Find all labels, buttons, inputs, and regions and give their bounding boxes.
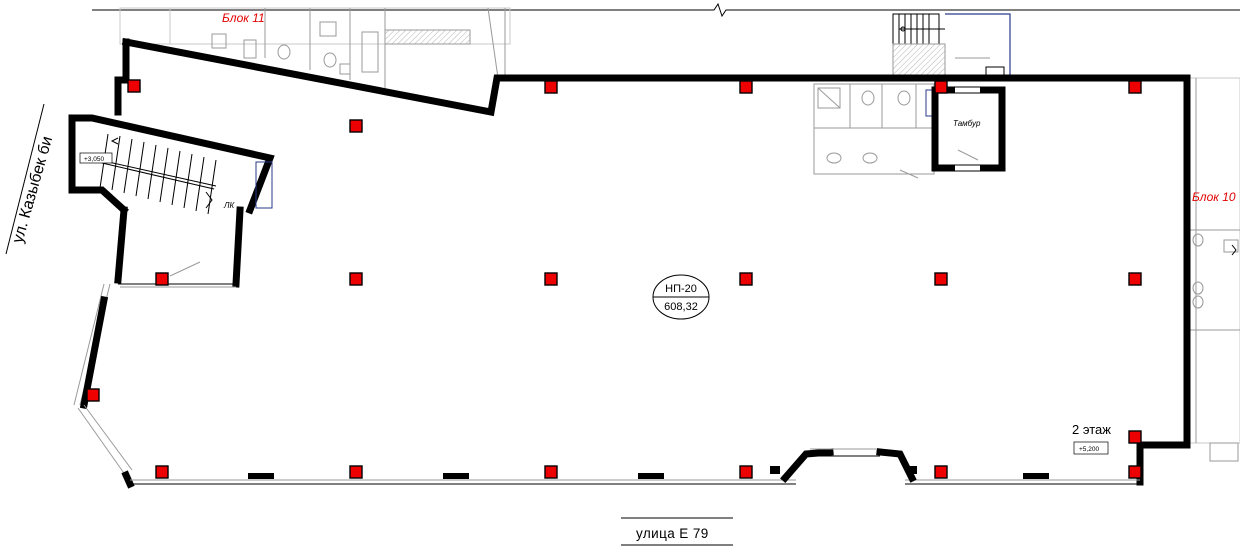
neighbour-block-10: Блок 10 <box>1189 77 1240 462</box>
floor-name: 2 этаж <box>1072 422 1111 437</box>
street-left: ул. Казыбек би <box>5 103 57 255</box>
street-bottom-label: улица Е 79 <box>636 526 709 541</box>
room-area: 608,32 <box>664 301 698 313</box>
exit-staircase <box>892 13 1011 78</box>
block-11-label: Блок 11 <box>222 11 265 25</box>
sanitary-rooms <box>813 83 935 179</box>
room-tag: НП-20 608,32 <box>652 274 710 320</box>
floor-label: 2 этаж +5,200 <box>1072 422 1111 455</box>
staircase-lk: ЛК +3,050 <box>68 114 275 288</box>
vestibule-label: Тамбур <box>953 119 981 128</box>
neighbour-block-11: Блок 11 <box>119 7 511 90</box>
stair-level-mark: +3,050 <box>84 156 104 163</box>
vestibule-room: Тамбур <box>931 86 1006 172</box>
facade-windows <box>248 466 1049 479</box>
outer-walls <box>73 37 1191 489</box>
street-bottom: улица Е 79 <box>621 517 733 546</box>
street-left-label: ул. Казыбек би <box>10 134 57 245</box>
room-code: НП-20 <box>665 283 697 295</box>
block-10-label: Блок 10 <box>1192 190 1236 204</box>
structural-columns <box>86 79 1142 479</box>
floor-level-mark: +5,200 <box>1079 446 1099 453</box>
stair-label: ЛК <box>223 201 235 210</box>
site-boundary-top <box>92 2 1240 18</box>
